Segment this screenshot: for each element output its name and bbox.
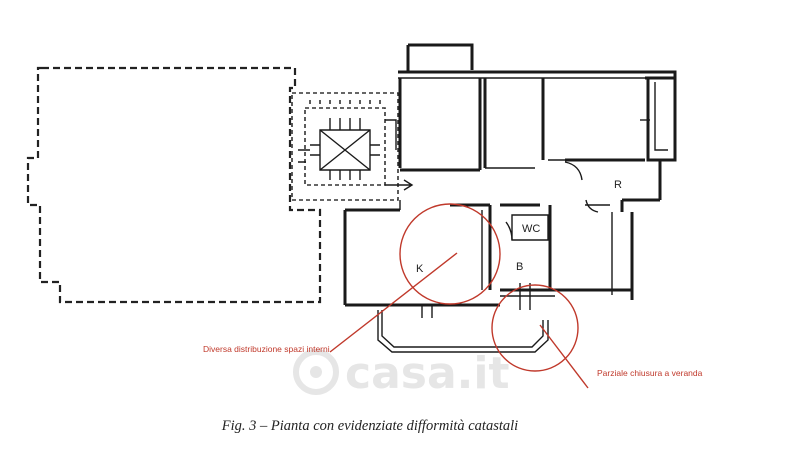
adjacent-unit-outline (26, 66, 322, 304)
watermark-text: casa.it (345, 348, 509, 399)
unit-walls (343, 43, 677, 353)
room-label-b: B (516, 261, 523, 273)
room-label-wc: WC (522, 223, 540, 235)
watermark: casa.it (293, 348, 509, 399)
leader-line-right (539, 324, 589, 389)
room-label-r: R (614, 179, 622, 191)
leader-line-left (329, 252, 458, 353)
difformity-markers (329, 203, 589, 389)
annotation-left: Diversa distribuzione spazi interni (203, 344, 330, 354)
room-label-k: K (416, 263, 424, 275)
figure-caption: Fig. 3 – Pianta con evidenziate difformi… (221, 418, 519, 434)
highlight-circle-kitchen (399, 203, 501, 305)
highlight-circle-veranda (491, 284, 579, 372)
stair-core (291, 92, 399, 201)
annotation-right: Parziale chiusura a veranda (597, 368, 703, 378)
